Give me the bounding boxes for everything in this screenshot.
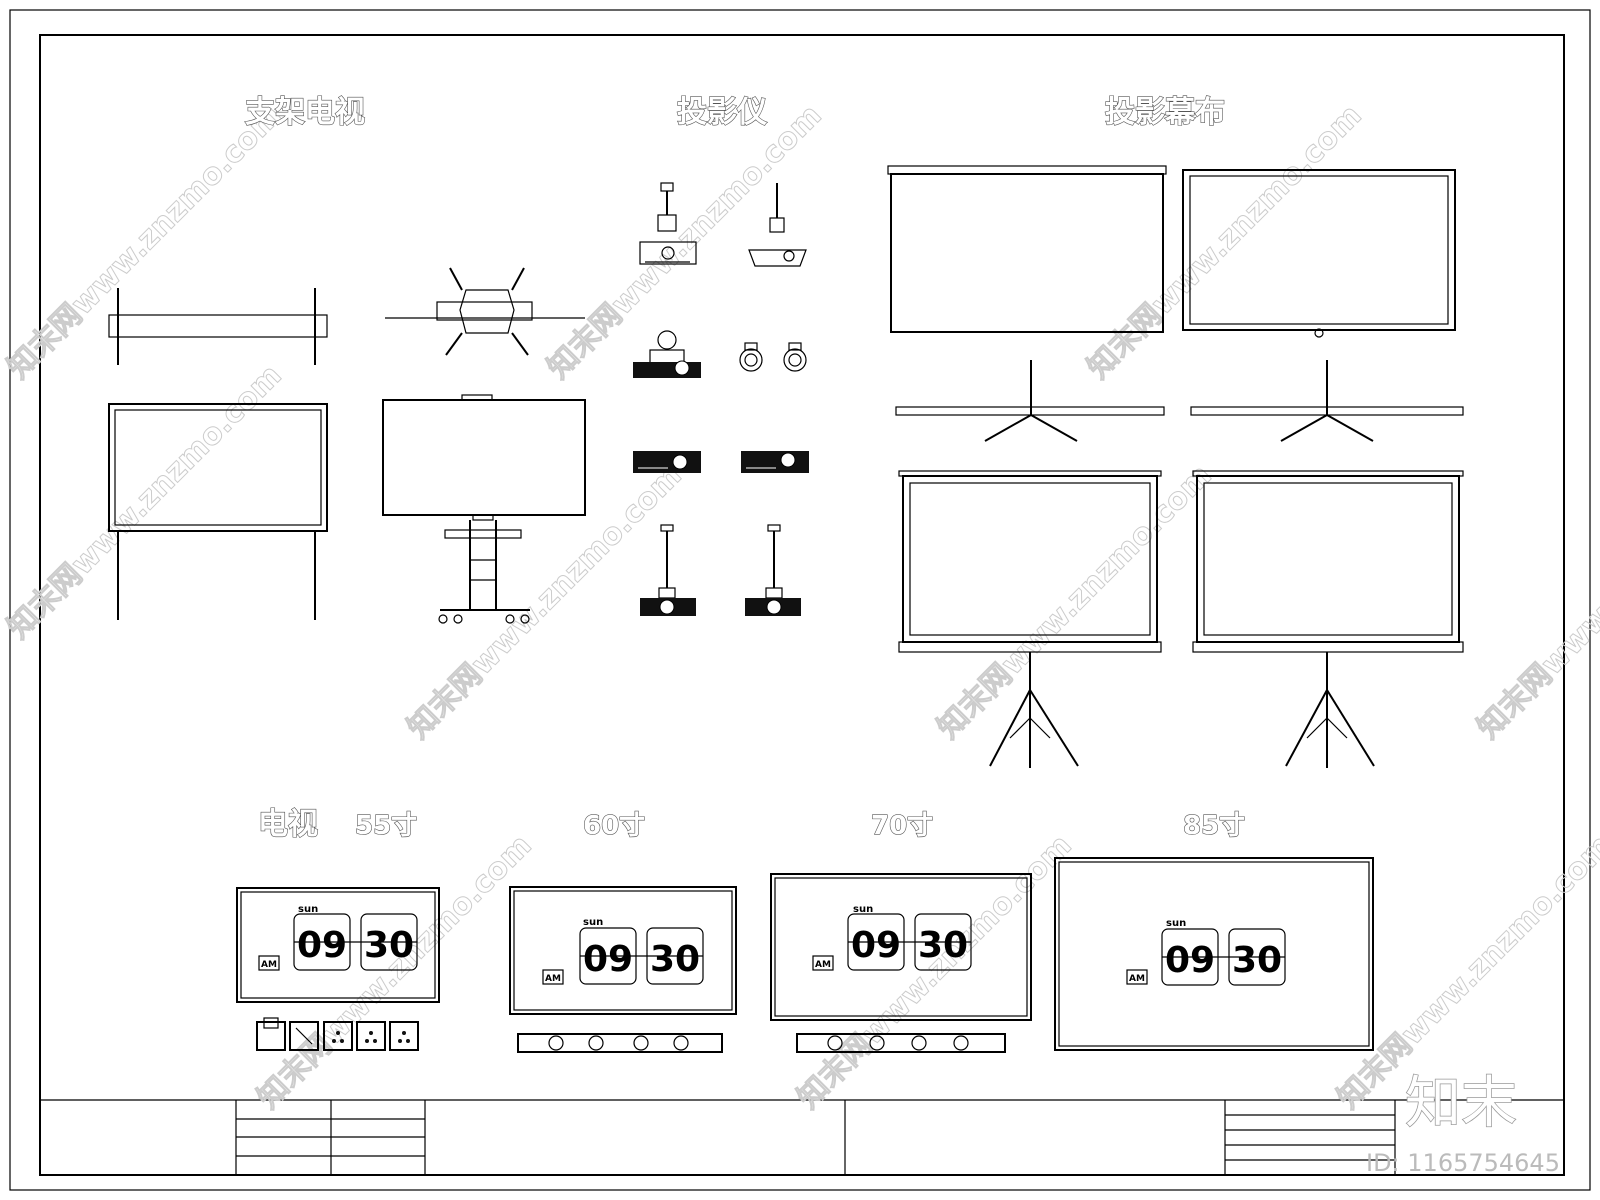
outer-frame <box>9 9 1591 1191</box>
tripod-screen-top-view-1 <box>895 360 1165 442</box>
desktop-projector-1 <box>633 451 701 473</box>
stand-tv-front-view-a <box>108 403 328 620</box>
watermark-text: 知末网www.znzmo.com <box>791 828 1079 1116</box>
clock-ampm: AM <box>815 960 831 970</box>
clock-hour: 09 <box>1165 940 1215 981</box>
section-title-projector: 投影仪 <box>677 95 767 130</box>
wall-screen-2 <box>1182 169 1456 338</box>
image-id-label: ID: 1165754645 <box>1366 1149 1560 1177</box>
section-title-projection-screen: 投影幕布 <box>1105 95 1225 130</box>
clock-hour: 09 <box>851 925 901 966</box>
stand-tv-top-view-a <box>108 288 328 365</box>
drawing-border <box>39 34 1565 1176</box>
clock-minute: 30 <box>918 925 968 966</box>
watermark-text: 知末网www.znzmo.com <box>931 458 1219 746</box>
watermark-text: 知末网www.znzmo.com <box>1081 98 1369 386</box>
brand-logo: 知末 <box>1405 1071 1517 1136</box>
projector-angled-view <box>633 330 701 378</box>
watermark-text: 知末网www.znzmo.com <box>251 828 539 1116</box>
stand-tv-front-view-b <box>382 394 586 624</box>
size-label-55: 55寸 <box>355 811 417 841</box>
clock-ampm: AM <box>545 974 561 984</box>
clock-hour: 09 <box>297 925 347 966</box>
wall-screen-1 <box>887 165 1167 333</box>
soundbar-70 <box>796 1033 1006 1053</box>
desktop-projector-2 <box>741 451 809 473</box>
projector-lens-pair <box>739 342 807 372</box>
tv-70: sun 09 30 AM <box>770 873 1032 1021</box>
watermark-text: 知末网www.znzmo.com <box>1471 458 1600 746</box>
soundbar-60 <box>517 1033 723 1053</box>
clock-hour: 09 <box>583 939 633 980</box>
ceiling-projector-1 <box>639 182 697 265</box>
clock-minute: 30 <box>1232 940 1282 981</box>
tripod-screen-front-view-2 <box>1192 470 1464 768</box>
clock-ampm: AM <box>261 960 277 970</box>
clock-minute: 30 <box>364 925 414 966</box>
clock-day: sun <box>583 917 603 928</box>
watermark-text: 知末网www.znzmo.com <box>1 358 289 646</box>
section-title-tv: 电视 <box>258 807 318 842</box>
clock-day: sun <box>1166 918 1186 929</box>
ceiling-projector-4 <box>745 524 801 616</box>
tv-60: sun 09 30 AM <box>509 886 737 1015</box>
clock-day: sun <box>853 904 873 915</box>
tripod-screen-top-view-2 <box>1190 360 1464 442</box>
ceiling-projector-2 <box>748 183 807 267</box>
wall-socket-panels <box>256 1017 419 1051</box>
tv-55: sun 09 30 AM <box>236 887 440 1003</box>
section-title-stand-tv: 支架电视 <box>245 95 365 130</box>
clock-day: sun <box>298 904 318 915</box>
tv-85: sun 09 30 AM <box>1054 857 1374 1051</box>
size-label-85: 85寸 <box>1183 811 1245 841</box>
clock-minute: 30 <box>650 939 700 980</box>
tripod-screen-front-view-1 <box>898 470 1162 768</box>
size-label-70: 70寸 <box>871 811 933 841</box>
ceiling-projector-3 <box>640 524 696 616</box>
clock-ampm: AM <box>1129 974 1145 984</box>
watermark-text: 知末网www.znzmo.com <box>1 98 289 386</box>
stand-tv-top-view-b <box>385 267 585 356</box>
size-label-60: 60寸 <box>583 811 645 841</box>
title-block <box>40 1099 1564 1175</box>
